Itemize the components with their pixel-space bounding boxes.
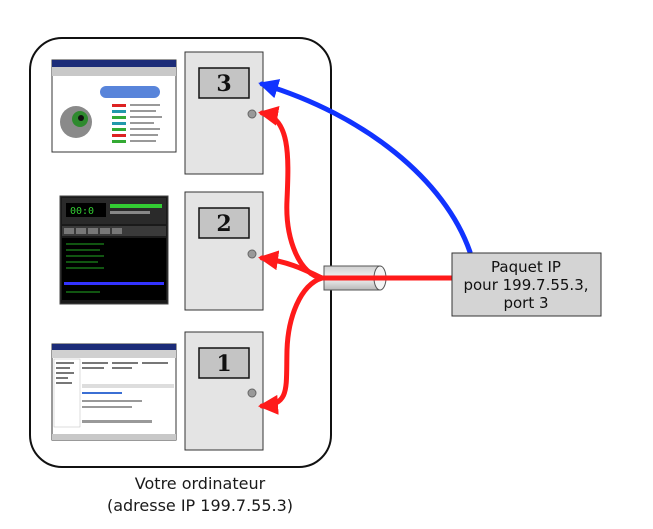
door-1-knob	[247, 388, 257, 398]
blue-arrow	[258, 79, 473, 255]
door-1: 1	[184, 331, 264, 451]
file-manager-screen	[51, 343, 177, 441]
door-1-number: 1	[216, 351, 231, 377]
computer-caption-line1: Votre ordinateur	[134, 474, 266, 493]
web-browser-screen	[51, 59, 177, 153]
ip-packet: Paquet IP pour 199.7.55.3, port 3	[451, 252, 602, 317]
door-3-number: 3	[216, 71, 231, 97]
red-arrows	[258, 105, 455, 415]
packet-port: port 3	[503, 294, 548, 312]
door-2-knob	[247, 249, 257, 259]
door-3: 3	[184, 51, 264, 175]
door-3-knob	[247, 109, 257, 119]
packet-line1: Paquet IP	[491, 258, 561, 276]
packet-line2: pour 199.7.55.3,	[463, 276, 588, 294]
svg-text:00:0: 00:0	[70, 206, 94, 217]
computer-caption-line2: (adresse IP 199.7.55.3)	[106, 496, 294, 515]
media-player-screen: 00:0	[59, 195, 169, 305]
door-2-number: 2	[216, 211, 231, 237]
door-2: 2	[184, 191, 264, 311]
